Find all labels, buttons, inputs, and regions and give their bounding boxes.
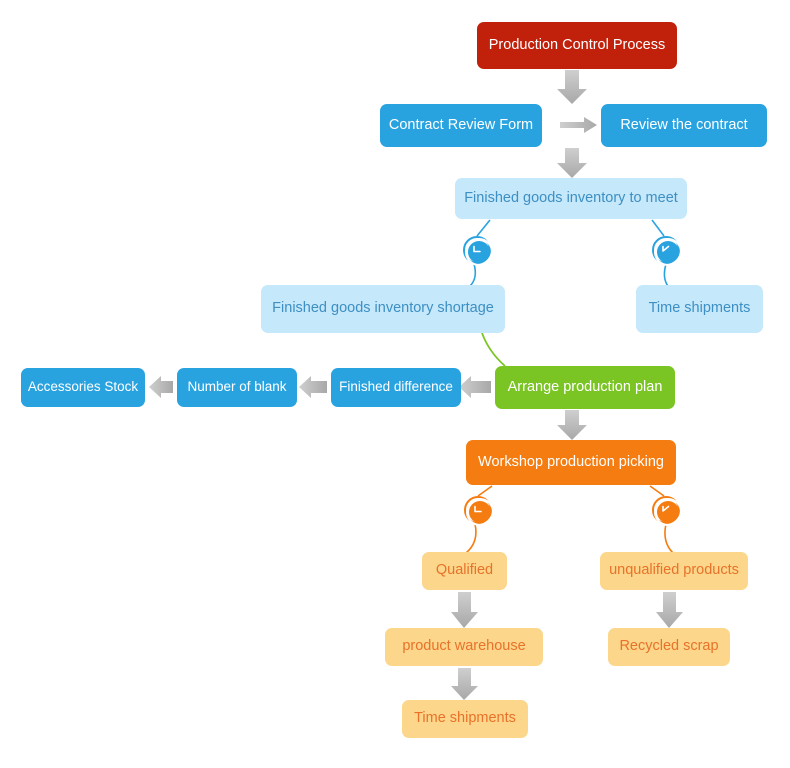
arrow-down-unqualified-to-scrap (656, 592, 683, 628)
node-label: Review the contract (620, 116, 748, 133)
node-accessories-stock[interactable]: Accessories Stock (21, 368, 145, 407)
node-label: unqualified products (609, 562, 739, 579)
arrow-down-process-to-contract (557, 70, 587, 104)
badge-ontime[interactable] (652, 236, 682, 266)
clock-check-icon (473, 245, 481, 253)
node-finished-goods-to-meet[interactable]: Finished goods inventory to meet (455, 178, 687, 219)
clock-check-icon (474, 505, 482, 513)
curve-badge-unqualified-to-unqualified (664, 523, 674, 554)
curve-workshop-to-badge-unqualified (649, 485, 665, 497)
clock-tick-icon (662, 505, 670, 512)
arrow-down-plan-to-workshop (557, 410, 587, 440)
node-contract-review-form[interactable]: Contract Review Form (380, 104, 542, 147)
curve-badge-qualified-to-qualified (465, 523, 477, 554)
node-label: product warehouse (402, 638, 526, 655)
node-finished-goods-shortage[interactable]: Finished goods inventory shortage (261, 285, 505, 333)
arrow-left-plan-to-difference (459, 376, 491, 398)
arrow-right-contract-to-review (560, 117, 597, 133)
curve-inventory-to-badge-right (651, 219, 665, 237)
badge-unqualified[interactable] (652, 496, 682, 526)
node-label: Contract Review Form (388, 116, 534, 133)
arrow-down-qualified-to-warehouse (451, 592, 478, 628)
node-label: Number of blank (187, 379, 287, 395)
node-label: Workshop production picking (478, 453, 664, 470)
arrow-left-difference-to-blank (299, 376, 327, 398)
badge-ring (466, 498, 494, 526)
node-recycled-scrap[interactable]: Recycled scrap (608, 628, 730, 666)
node-time-shipments-top[interactable]: Time shipments (636, 285, 763, 333)
node-qualified[interactable]: Qualified (422, 552, 507, 590)
node-production-control-process[interactable]: Production Control Process (477, 22, 677, 69)
arrow-down-warehouse-to-shipments (451, 668, 478, 700)
node-arrange-production-plan[interactable]: Arrange production plan (495, 366, 675, 409)
node-unqualified-products[interactable]: unqualified products (600, 552, 748, 590)
node-workshop-production-picking[interactable]: Workshop production picking (466, 440, 676, 485)
node-label: Arrange production plan (507, 378, 663, 395)
node-label: Accessories Stock (27, 379, 139, 395)
node-review-the-contract[interactable]: Review the contract (601, 104, 767, 147)
node-label: Finished difference (339, 379, 453, 395)
node-label: Time shipments (648, 300, 751, 317)
node-number-of-blank[interactable]: Number of blank (177, 368, 297, 407)
curve-shortage-to-plan (481, 332, 506, 367)
curve-badge-right-to-timeship (663, 263, 669, 287)
node-label: Finished goods inventory to meet (464, 189, 678, 206)
arrow-down-contract-to-inventory (557, 148, 587, 178)
curve-inventory-to-badge-left (476, 219, 491, 237)
badge-shortage[interactable] (463, 236, 493, 266)
node-label: Finished goods inventory shortage (272, 300, 494, 317)
badge-qualified[interactable] (464, 496, 494, 526)
curve-badge-left-to-shortage (469, 263, 477, 287)
badge-ring (465, 238, 493, 266)
node-label: Recycled scrap (619, 638, 719, 655)
node-label: Time shipments (414, 710, 516, 727)
node-finished-difference[interactable]: Finished difference (331, 368, 461, 407)
node-label: Production Control Process (488, 36, 666, 53)
node-product-warehouse[interactable]: product warehouse (385, 628, 543, 666)
node-label: Qualified (435, 562, 494, 579)
node-time-shipments-bottom[interactable]: Time shipments (402, 700, 528, 738)
arrow-left-blank-to-stock (149, 376, 173, 398)
curve-workshop-to-badge-qualified (477, 485, 493, 497)
clock-tick-icon (662, 245, 670, 252)
